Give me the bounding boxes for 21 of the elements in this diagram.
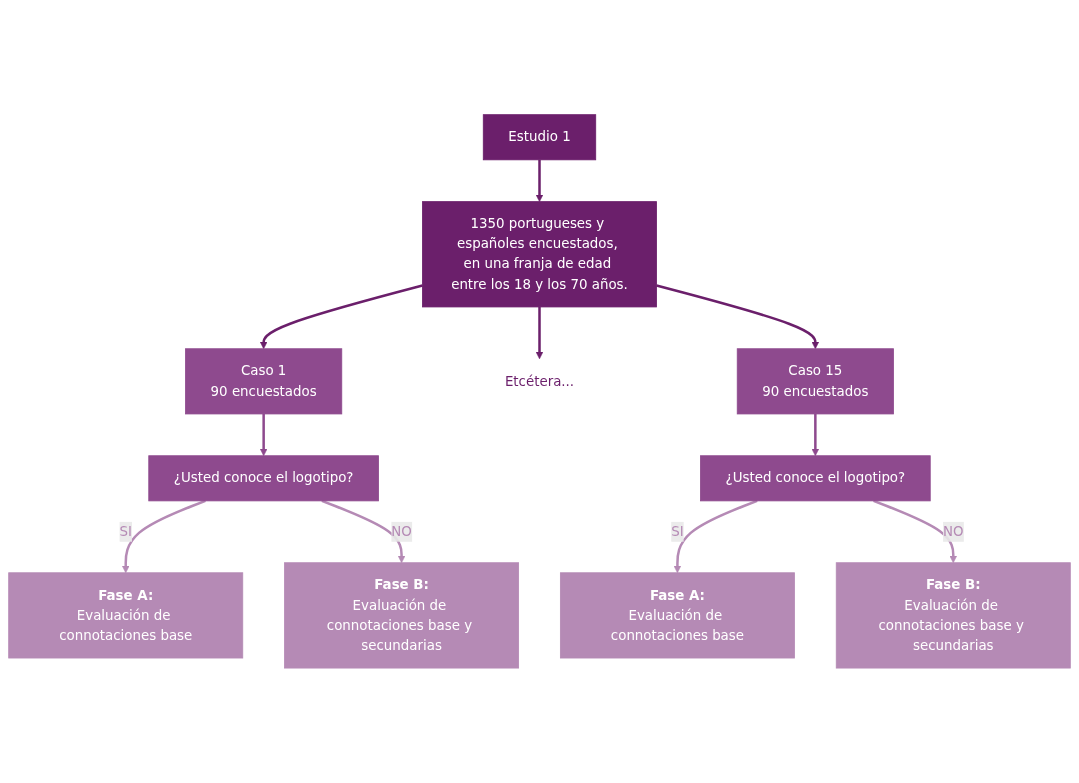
node-box: Estudio 1 bbox=[482, 114, 597, 161]
arrow bbox=[535, 307, 544, 360]
node-box: Fase B: Evaluación de connotaciones base y secundarias bbox=[835, 562, 1071, 669]
arrow bbox=[811, 414, 820, 457]
node-box: ¿Usted conoce el logotipo? bbox=[148, 455, 379, 502]
edge-label: SI bbox=[671, 523, 684, 540]
node-box: 1350 portugueses y españoles encuestados, en una franja de edad entre los 18 y los 70 años. bbox=[422, 201, 657, 308]
node-box: Caso 1 90 encuestados bbox=[185, 348, 343, 415]
node-box: Fase A: Evaluación de connotaciones base bbox=[560, 572, 795, 659]
node-box: Caso 15 90 encuestados bbox=[736, 348, 894, 415]
node-text: Etcétera... bbox=[504, 373, 575, 389]
node-box: ¿Usted conoce el logotipo? bbox=[700, 455, 931, 502]
arrow bbox=[656, 284, 820, 350]
node-box: Fase B: Evaluación de connotaciones base y secundarias bbox=[284, 562, 519, 669]
edge-label: NO bbox=[943, 523, 964, 540]
arrow bbox=[535, 159, 544, 203]
edge-label: SI bbox=[119, 523, 132, 540]
edge-label: NO bbox=[391, 523, 412, 540]
arrow bbox=[259, 414, 268, 457]
arrow bbox=[259, 284, 423, 350]
node-box: Fase A: Evaluación de connotaciones base bbox=[8, 572, 244, 659]
